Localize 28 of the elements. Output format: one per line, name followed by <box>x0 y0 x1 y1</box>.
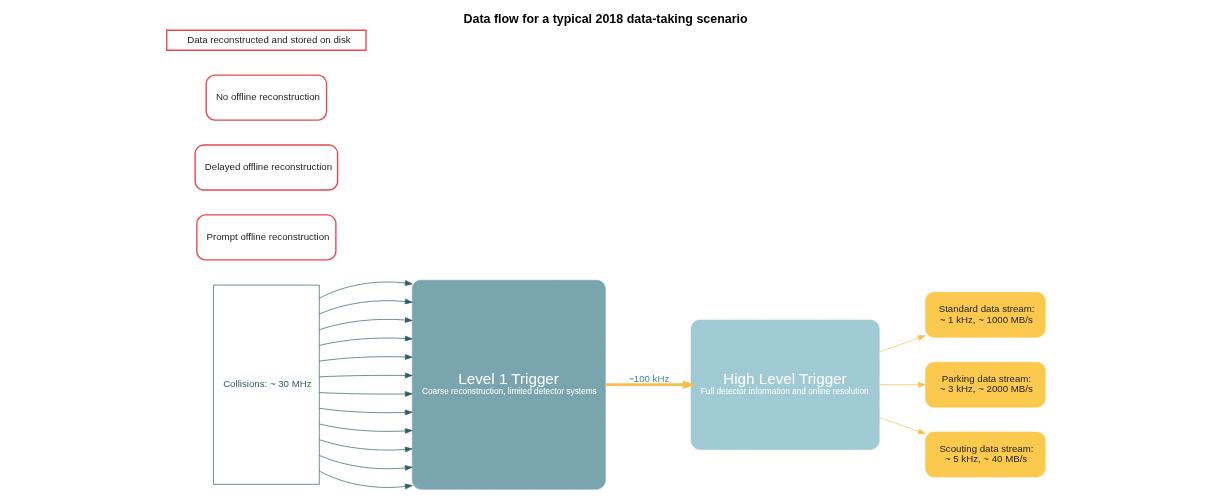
node-box: No offline reconstruction <box>205 74 327 121</box>
node-box: Collisions: ~ 30 MHz <box>212 284 320 485</box>
node-box: High Level Trigger Full detector information and online resolution <box>690 319 880 450</box>
node-box: Scouting data stream: ~ 5 kHz, ~ 40 MB/s <box>924 431 1046 478</box>
arrow <box>318 391 413 397</box>
arrow <box>605 380 695 390</box>
node-box: Delayed offline reconstruction <box>193 144 338 191</box>
diagram-title: Data flow for a typical 2018 data-taking scenario <box>463 11 748 26</box>
arrow <box>878 417 926 435</box>
arrow <box>318 407 413 416</box>
node-box: Parking data stream: ~ 3 kHz, ~ 2000 MB/s <box>924 361 1046 408</box>
node-box: Standard data stream: ~ 1 kHz, ~ 1000 MB/s <box>924 292 1046 338</box>
node-box: Data reconstructed and stored on disk <box>165 29 367 51</box>
arrow <box>318 439 413 453</box>
arrow <box>318 470 413 490</box>
arrow <box>318 298 413 315</box>
arrow <box>318 372 413 379</box>
arrow <box>318 423 413 434</box>
arrow <box>318 280 413 299</box>
arrow <box>878 335 926 353</box>
arrow <box>318 335 413 346</box>
arrow <box>878 381 926 388</box>
node-box: Prompt offline reconstruction <box>195 214 337 261</box>
edge-label: ~100 kHz <box>627 373 669 385</box>
arrow <box>318 317 413 331</box>
arrow <box>318 354 413 362</box>
arrow <box>318 455 413 471</box>
node-box: Level 1 Trigger Coarse reconstruction, limited detector systems <box>411 279 606 490</box>
